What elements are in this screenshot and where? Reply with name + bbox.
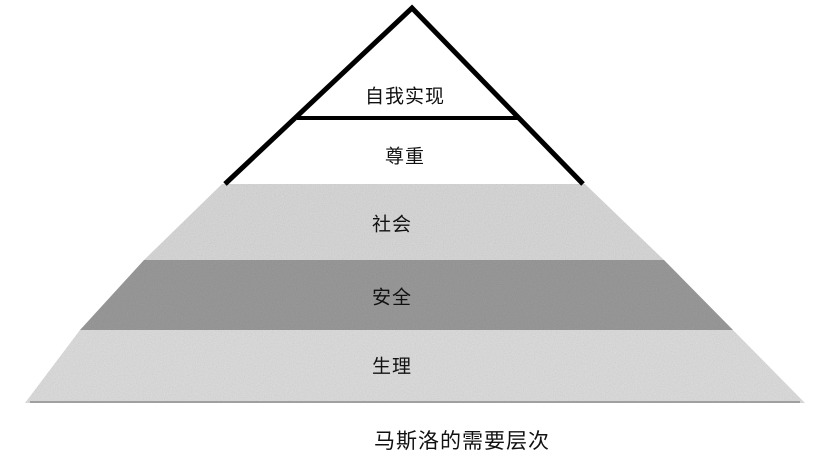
level-safety-label: 安全 xyxy=(371,286,413,309)
level-social-label: 社会 xyxy=(371,213,413,236)
diagram-caption: 马斯洛的需要层次 xyxy=(374,429,550,453)
level-self-actualization-label: 自我实现 xyxy=(364,85,446,108)
level-safety-band xyxy=(80,260,733,330)
level-social-band xyxy=(144,184,664,260)
level-physiological-band xyxy=(25,330,805,403)
pyramid-outline xyxy=(223,4,585,186)
level-physiological-label: 生理 xyxy=(371,355,413,378)
level-esteem-label: 尊重 xyxy=(384,145,426,168)
